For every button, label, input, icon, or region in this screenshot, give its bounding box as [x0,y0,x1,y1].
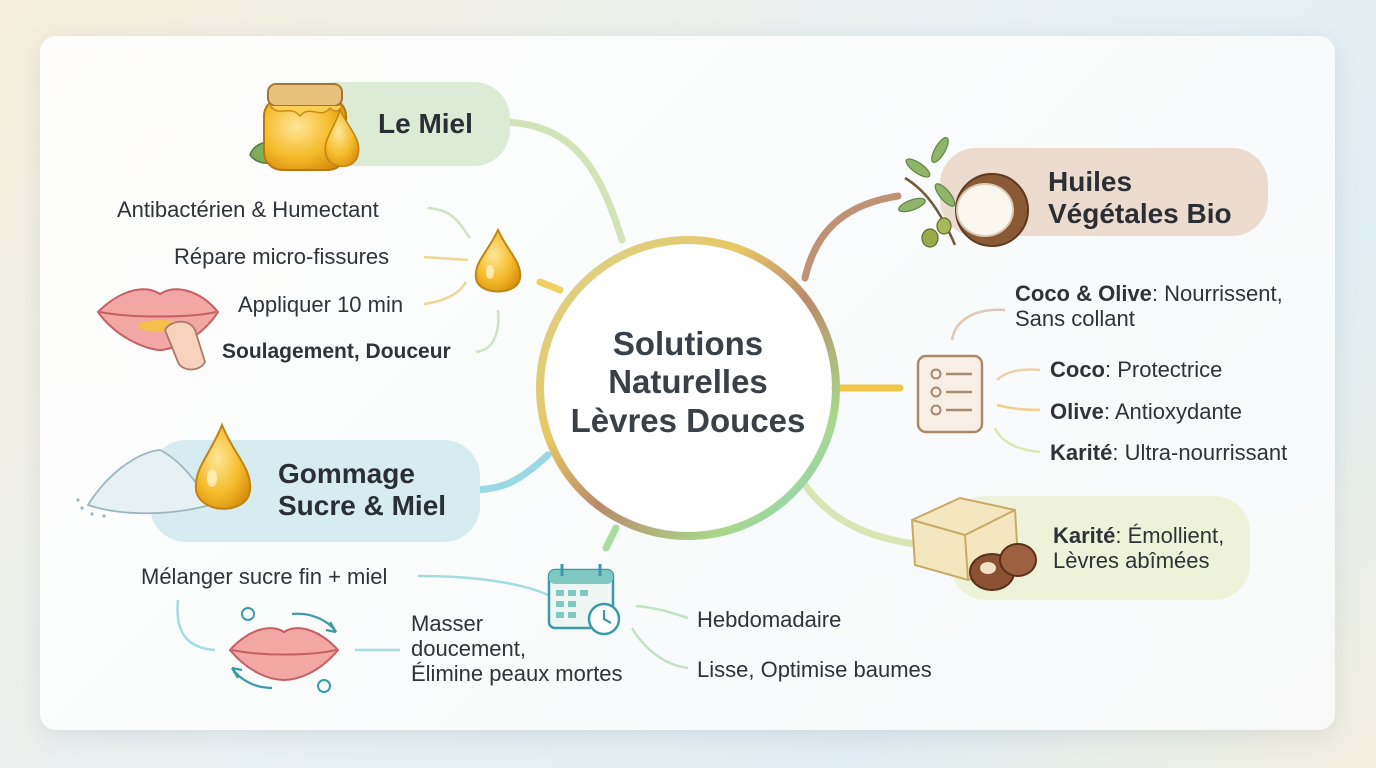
karite-rest: : Émollient, [1115,523,1225,548]
center-title-line-2: Naturelles [608,363,768,401]
huiles-item-4-bold: Karité [1050,440,1113,465]
gommage-massage: Masser doucement, Élimine peaux mortes [411,611,623,687]
miel-title: Le Miel [378,108,473,139]
center-title: Solutions Naturelles Lèvres Douces [545,325,831,440]
karite-line2: Lèvres abîmées [1053,548,1210,574]
huiles-item-2: Coco: Protectrice [1050,357,1222,382]
huiles-title-line-2: Végétales Bio [1048,198,1232,230]
karite-text: Karité: Émollient, Lèvres abîmées [1053,523,1224,574]
huiles-item-1-line2: Sans collant [1015,306,1135,332]
center-title-line-3: Lèvres Douces [570,401,806,439]
gommage-title-line-2: Sucre & Miel [278,490,447,522]
huiles-item-1-bold: Coco & Olive [1015,281,1152,306]
gommage-result: Lisse, Optimise baumes [697,657,932,682]
center-node [545,245,831,531]
huiles-item-1: Coco & Olive: Nourrissent, Sans collant [1015,281,1283,332]
huiles-item-4-rest: : Ultra-nourrissant [1112,440,1288,465]
huiles-item-2-bold: Coco [1050,357,1105,382]
gommage-massage-line-3: Élimine peaux mortes [411,660,623,686]
gommage-title-line-1: Gommage [278,458,415,489]
huiles-item-3: Olive: Antioxydante [1050,399,1242,424]
huiles-item-3-bold: Olive [1050,399,1104,424]
miel-item-4: Soulagement, Douceur [222,340,451,363]
huiles-title: Huiles Végétales Bio [1048,166,1232,230]
huiles-item-3-rest: : Antioxydante [1103,399,1243,424]
huiles-item-2-rest: : Protectrice [1105,357,1223,382]
huiles-item-1-rest: : Nourrissent, [1151,281,1283,306]
karite-bold: Karité [1053,523,1116,548]
gommage-massage-line-1: Masser [411,611,484,636]
gommage-title: Gommage Sucre & Miel [278,458,446,522]
center-title-line-1: Solutions [612,325,764,362]
huiles-item-4: Karité: Ultra-nourrissant [1050,440,1287,465]
miel-item-3: Appliquer 10 min [238,292,404,317]
huiles-title-line-1: Huiles [1048,166,1133,197]
gommage-massage-line-2: doucement, [411,635,526,661]
gommage-mix: Mélanger sucre fin + miel [141,564,388,589]
gommage-frequency: Hebdomadaire [697,607,842,632]
miel-item-1: Antibactérien & Humectant [117,197,379,222]
miel-item-2: Répare micro-fissures [174,244,390,269]
